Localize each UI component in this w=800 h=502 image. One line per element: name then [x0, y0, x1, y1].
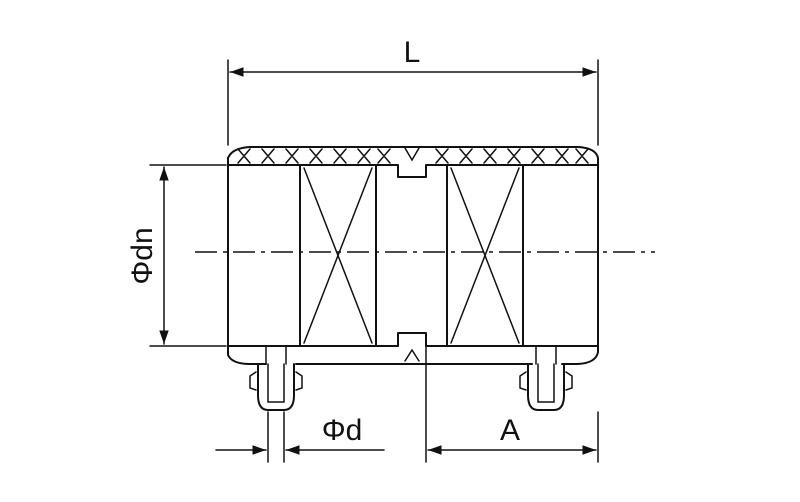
heating-zone-right: [446, 164, 524, 347]
label-pin-diameter: Φd: [322, 414, 363, 447]
dimension-dn: [149, 164, 227, 347]
heating-wire-band-top: [237, 148, 589, 164]
dimension-l: [227, 59, 599, 146]
label-outer-diameter: Φdn: [126, 227, 159, 284]
dimension-a: [425, 345, 599, 463]
terminal-pin-right: [519, 345, 573, 411]
label-distance: A: [500, 414, 520, 447]
heating-zone-left: [299, 164, 377, 347]
dimension-d: [215, 411, 385, 463]
label-length: L: [404, 36, 421, 69]
fitting-body: [227, 146, 599, 365]
terminal-pin-left: [249, 345, 303, 411]
